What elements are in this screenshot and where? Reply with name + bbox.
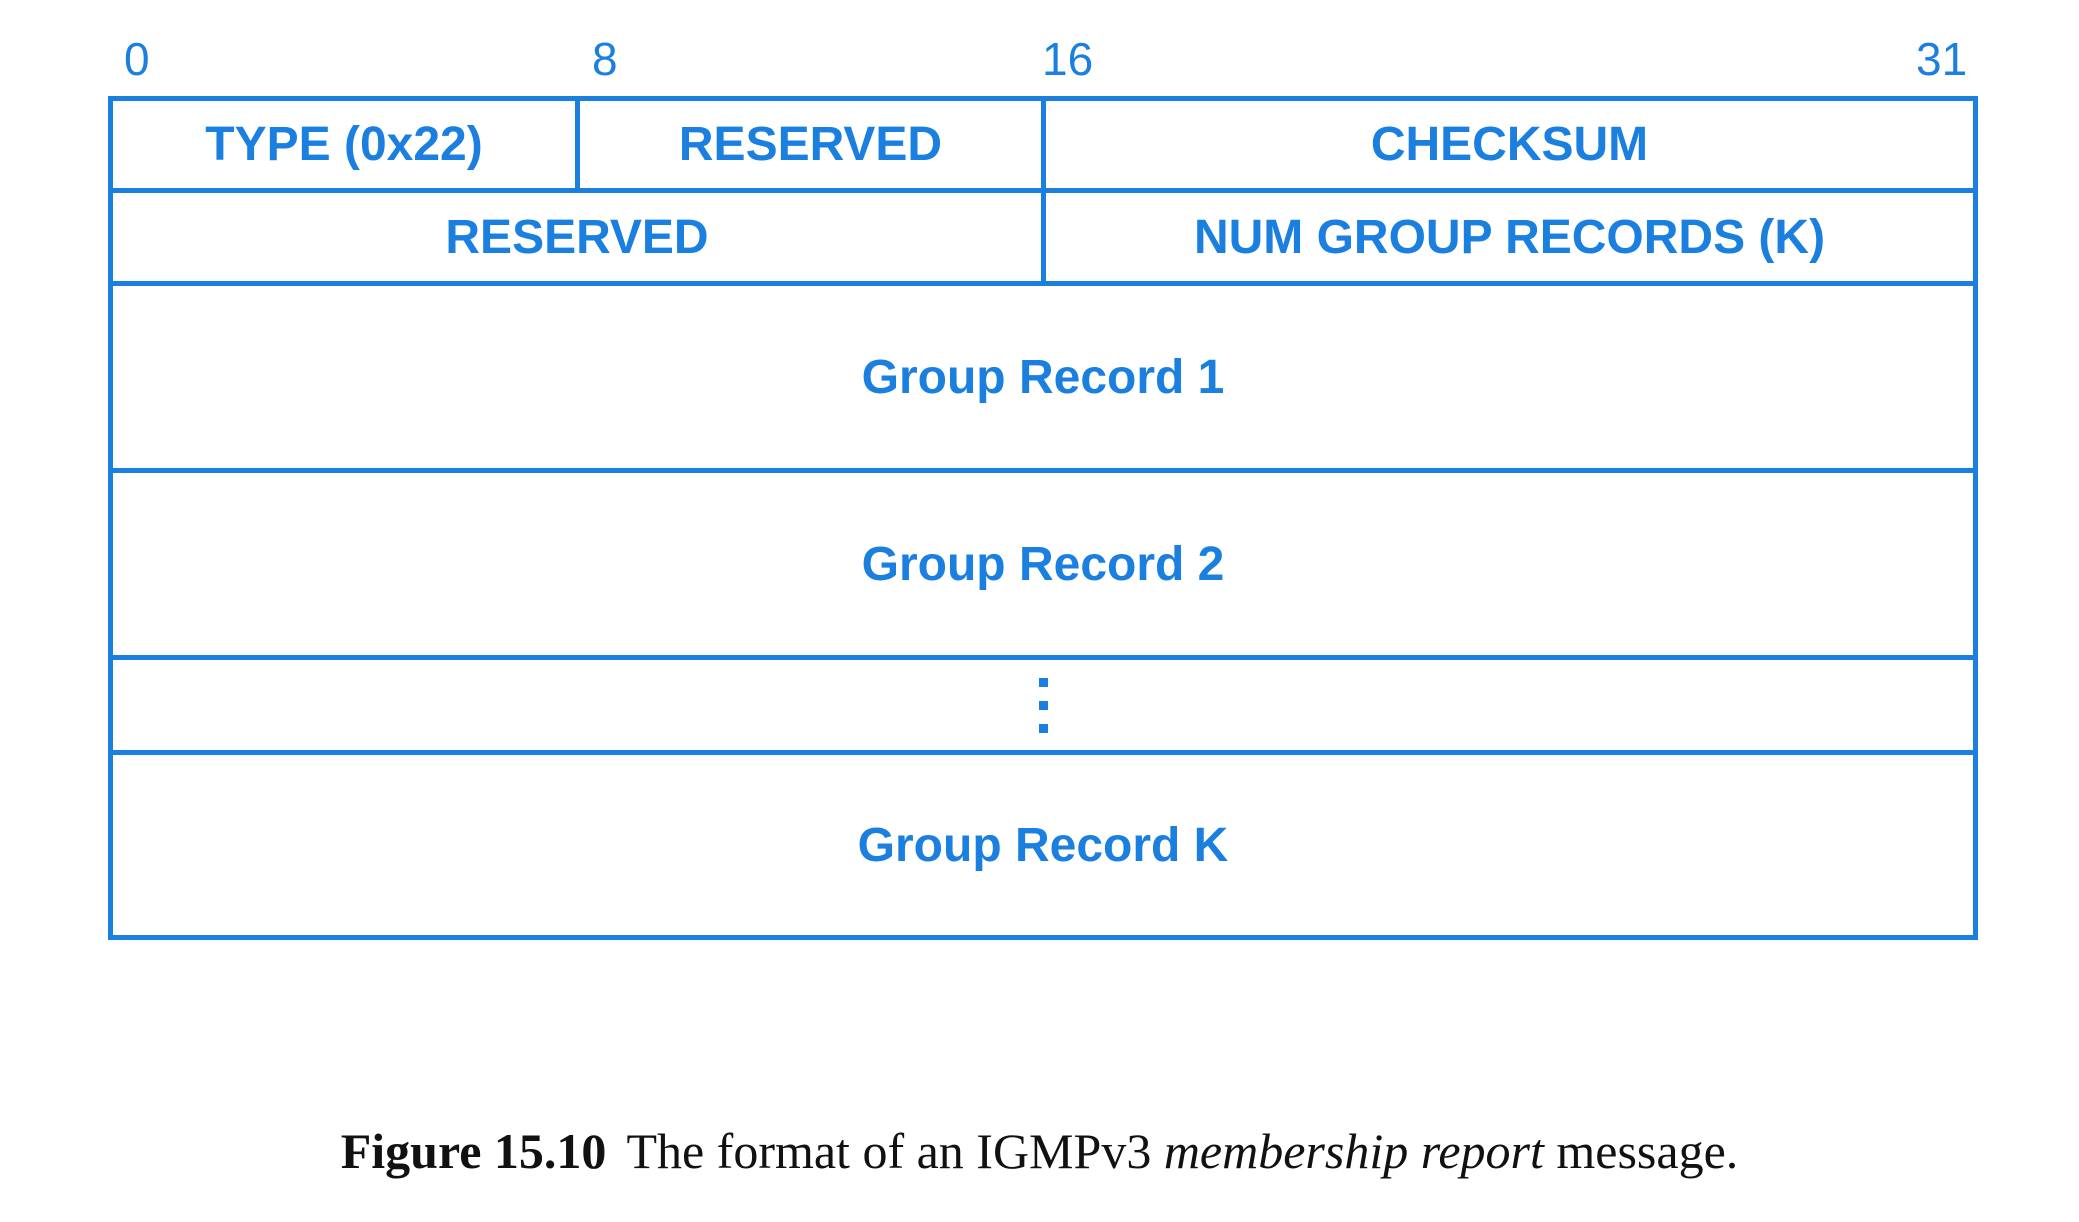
row-divider-4 (113, 655, 1973, 660)
field-type: TYPE (0x22) (205, 118, 483, 171)
field-num-group-records: NUM GROUP RECORDS (K) (1193, 210, 1826, 264)
figure-label: Figure 15.10 (340, 1123, 607, 1179)
group-record-2: Group Record 2 (861, 537, 1225, 591)
bit-marker-31: 31 (1916, 33, 1968, 85)
field-reserved-1: RESERVED (678, 118, 943, 171)
bit-marker-8: 8 (592, 33, 618, 85)
row-divider-5 (113, 750, 1973, 755)
group-record-k: Group Record K (857, 818, 1229, 872)
field-reserved-2: RESERVED (445, 210, 709, 264)
bit-marker-0: 0 (124, 33, 150, 85)
row-divider-3 (113, 468, 1973, 473)
vertical-ellipsis-icon (113, 660, 1973, 750)
col-divider-16 (1041, 101, 1046, 286)
col-divider-8 (575, 101, 580, 188)
caption-emphasis: membership report (1163, 1123, 1544, 1179)
igmp-report-format-diagram: TYPE (0x22) RESERVED CHECKSUM RESERVED N… (108, 96, 1978, 940)
caption-text-after: message. (1543, 1123, 1739, 1179)
group-record-1: Group Record 1 (861, 350, 1225, 404)
field-checksum: CHECKSUM (1370, 118, 1649, 171)
figure-caption: Figure 15.10 The format of an IGMPv3 memb… (0, 1122, 2079, 1180)
caption-text-before: The format of an IGMPv3 (626, 1123, 1164, 1179)
bit-marker-16: 16 (1042, 33, 1094, 85)
